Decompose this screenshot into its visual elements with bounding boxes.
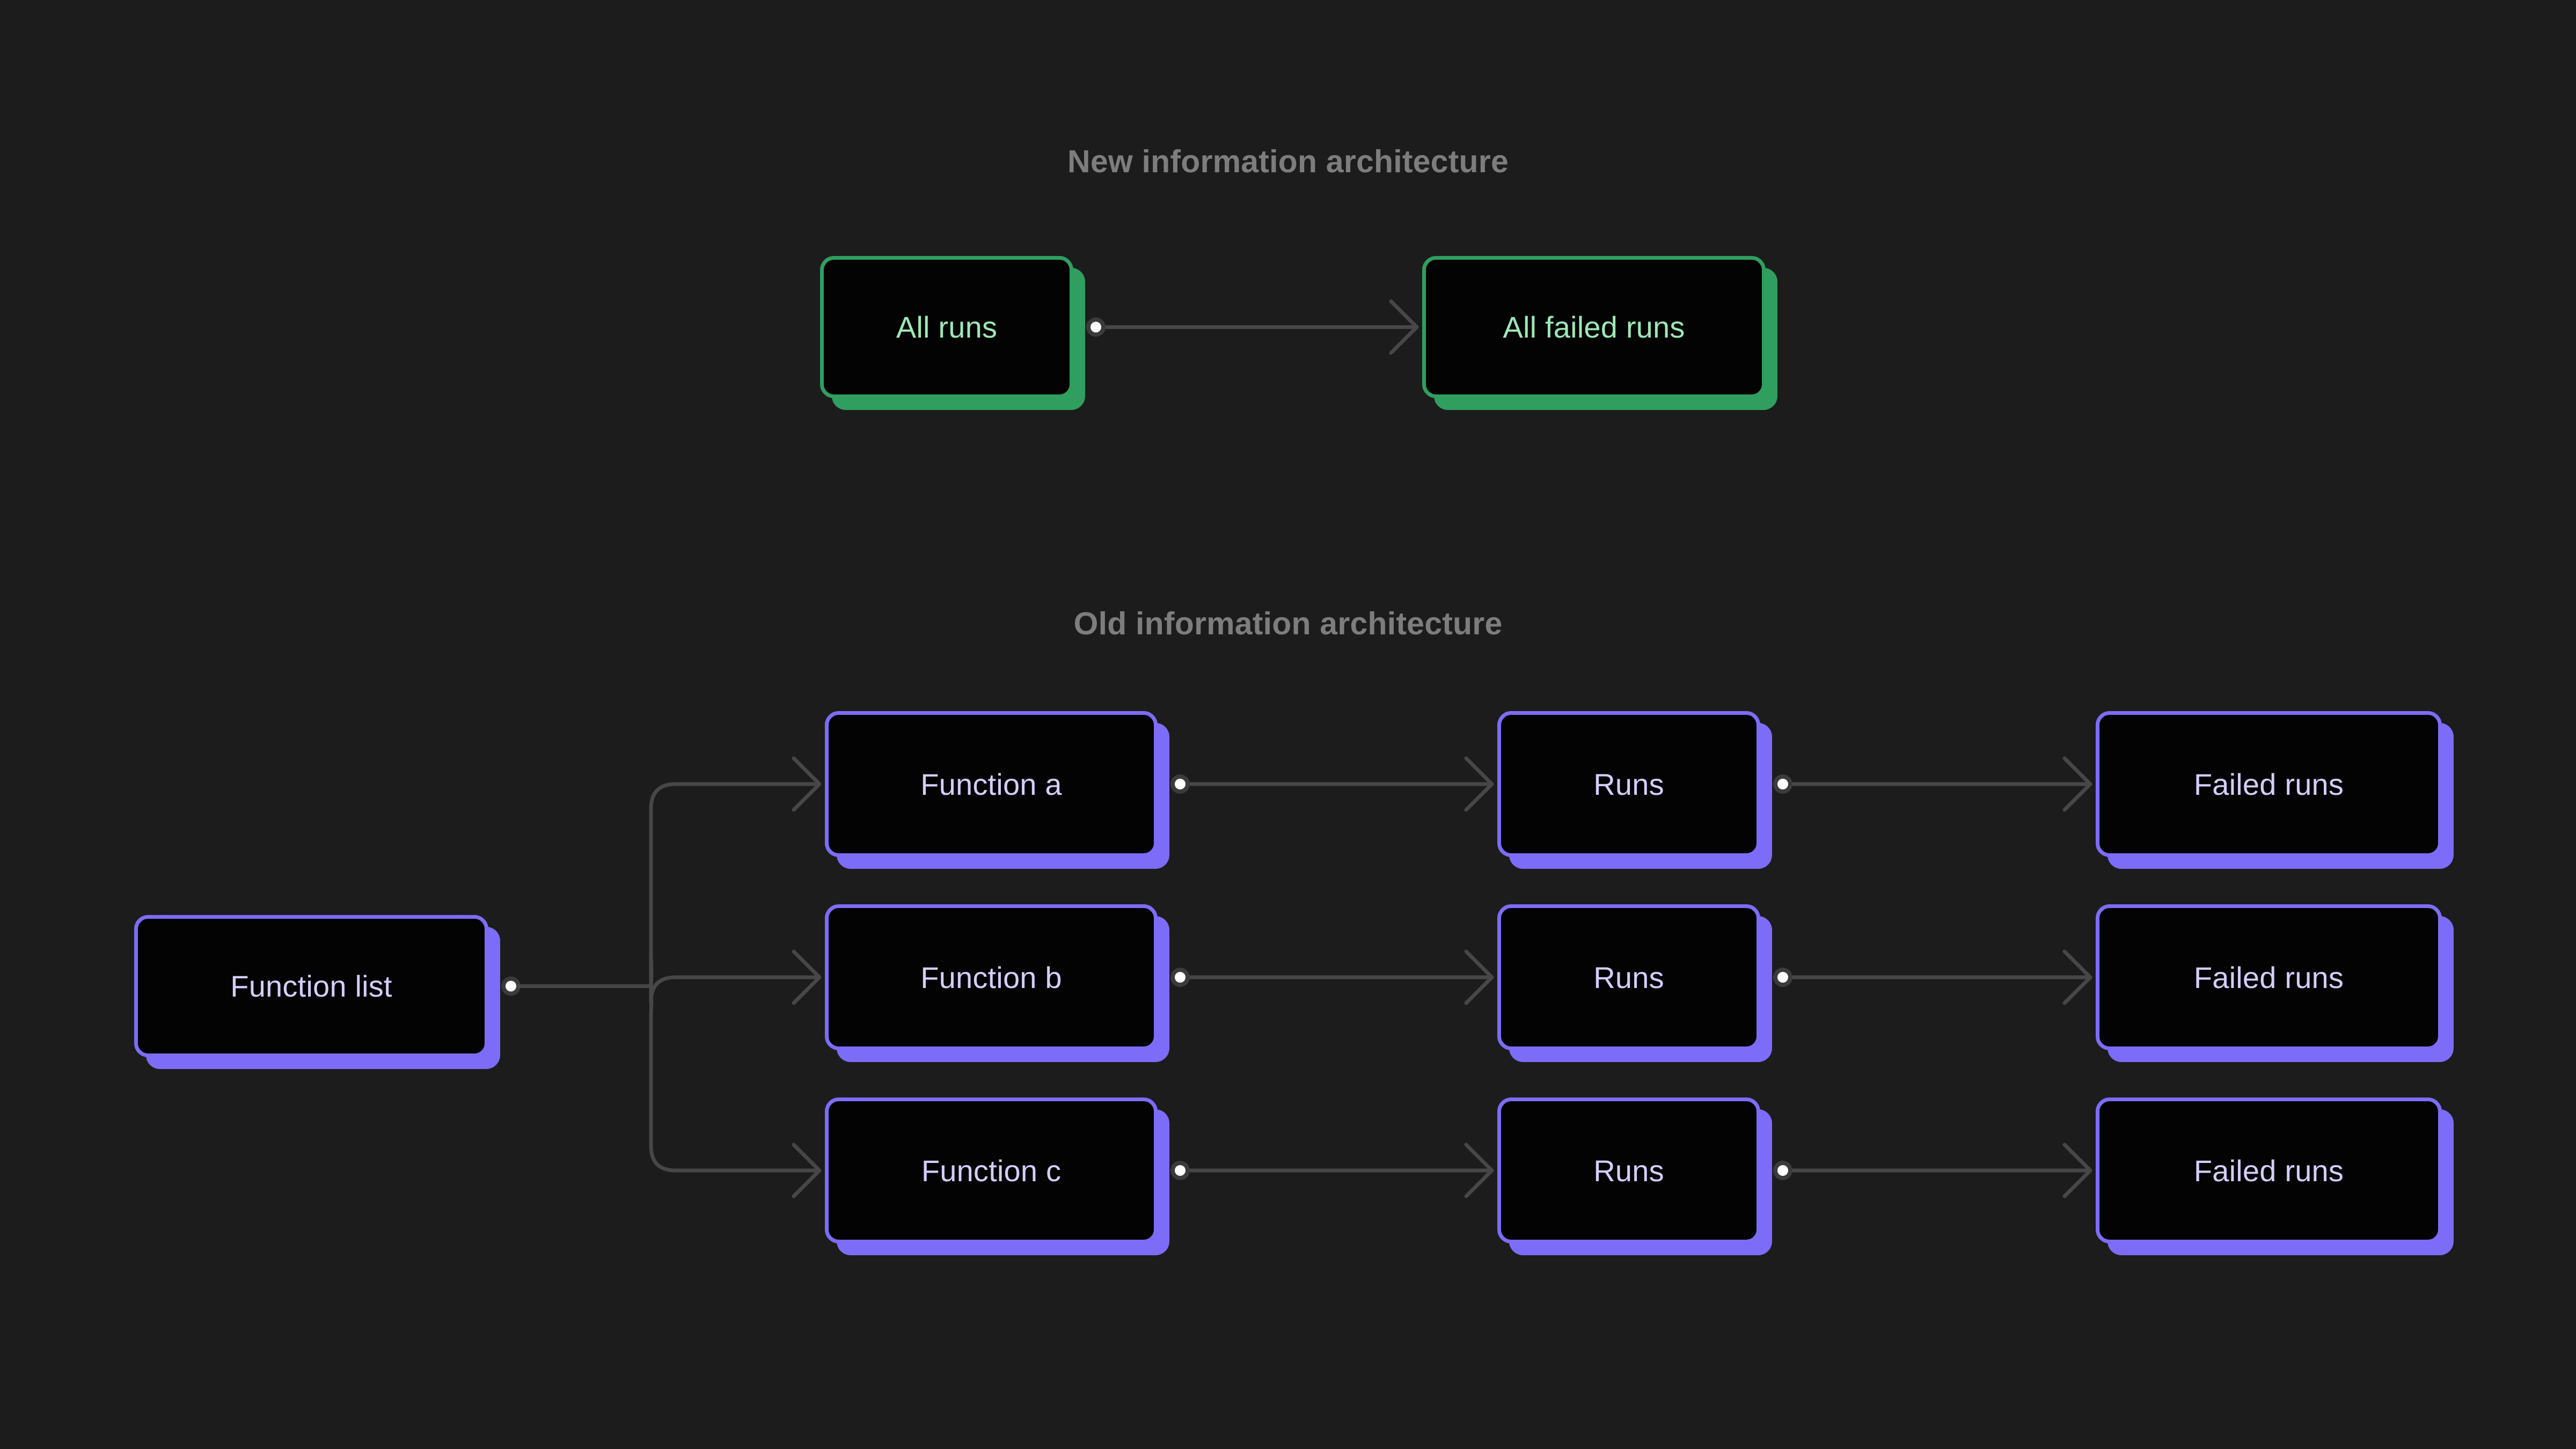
- node-label: All runs: [896, 310, 998, 344]
- connector-dot-all-runs-to-all-failed-runs: [1091, 321, 1101, 333]
- connector-arrowhead-function-list-fan-0: [792, 756, 822, 812]
- node-function-a[interactable]: Function a: [825, 711, 1158, 857]
- node-label: Runs: [1593, 960, 1664, 994]
- connector-dot-function-b-to-runs-b: [1175, 972, 1185, 983]
- node-runs-b[interactable]: Runs: [1497, 904, 1760, 1050]
- connector-arrowhead-function-b-to-runs-b: [1464, 949, 1494, 1005]
- node-label: Runs: [1593, 767, 1664, 801]
- connector-dot-function-list-fan: [506, 980, 516, 992]
- connector-function-a-to-runs-a: [1170, 756, 1494, 812]
- node-label: Function list: [230, 969, 392, 1003]
- node-label: Function b: [920, 960, 1062, 994]
- node-failed-runs-c[interactable]: Failed runs: [2096, 1097, 2442, 1243]
- connector-dot-runs-c-to-failed-runs-c: [1777, 1165, 1788, 1176]
- node-runs-a[interactable]: Runs: [1497, 711, 1760, 857]
- node-label: Runs: [1593, 1153, 1664, 1188]
- connector-arrowhead-runs-c-to-failed-runs-c: [2062, 1143, 2092, 1198]
- node-function-list[interactable]: Function list: [134, 915, 488, 1057]
- node-label: Function c: [921, 1153, 1062, 1188]
- node-runs-c[interactable]: Runs: [1497, 1097, 1760, 1243]
- connector-runs-a-to-failed-runs-a: [1773, 756, 2092, 812]
- node-function-c[interactable]: Function c: [825, 1097, 1158, 1243]
- new-architecture-heading: New information architecture: [1067, 144, 1509, 179]
- connector-all-runs-to-all-failed-runs: [1086, 299, 1419, 355]
- connector-arrowhead-runs-b-to-failed-runs-b: [2062, 949, 2092, 1005]
- connector-dot-runs-a-to-failed-runs-a: [1777, 779, 1788, 789]
- node-label: Failed runs: [2193, 1153, 2344, 1188]
- old-architecture-heading: Old information architecture: [1073, 606, 1503, 641]
- connector-function-b-to-runs-b: [1170, 949, 1494, 1005]
- connector-arrowhead-function-list-fan-2: [792, 1143, 822, 1198]
- node-all-failed-runs[interactable]: All failed runs: [1422, 256, 1766, 398]
- connector-dot-runs-b-to-failed-runs-b: [1777, 972, 1788, 983]
- connector-group-function-list-fan: [501, 756, 822, 1198]
- connector-branch-function-list-fan-2: [649, 984, 818, 1173]
- node-failed-runs-a[interactable]: Failed runs: [2096, 711, 2442, 857]
- node-label: Failed runs: [2193, 767, 2344, 801]
- node-label: Function a: [920, 767, 1062, 801]
- connector-arrowhead-all-runs-to-all-failed-runs: [1389, 299, 1419, 355]
- connector-arrowhead-function-a-to-runs-a: [1464, 756, 1494, 812]
- node-failed-runs-b[interactable]: Failed runs: [2096, 904, 2442, 1050]
- connector-dot-function-c-to-runs-c: [1175, 1165, 1185, 1176]
- connector-function-c-to-runs-c: [1170, 1143, 1494, 1198]
- node-label: All failed runs: [1503, 310, 1685, 344]
- connector-runs-b-to-failed-runs-b: [1773, 949, 2092, 1005]
- connector-branch-function-list-fan-1: [649, 951, 818, 1004]
- connector-arrowhead-function-list-fan-1: [792, 949, 822, 1005]
- node-label: Failed runs: [2193, 960, 2344, 994]
- connector-arrowhead-runs-a-to-failed-runs-a: [2062, 756, 2092, 812]
- connector-runs-c-to-failed-runs-c: [1773, 1143, 2092, 1198]
- connector-branch-function-list-fan-0: [649, 782, 818, 988]
- connector-dot-function-a-to-runs-a: [1175, 779, 1185, 789]
- node-all-runs[interactable]: All runs: [820, 256, 1073, 398]
- node-function-b[interactable]: Function b: [825, 904, 1158, 1050]
- connector-arrowhead-function-c-to-runs-c: [1464, 1143, 1494, 1198]
